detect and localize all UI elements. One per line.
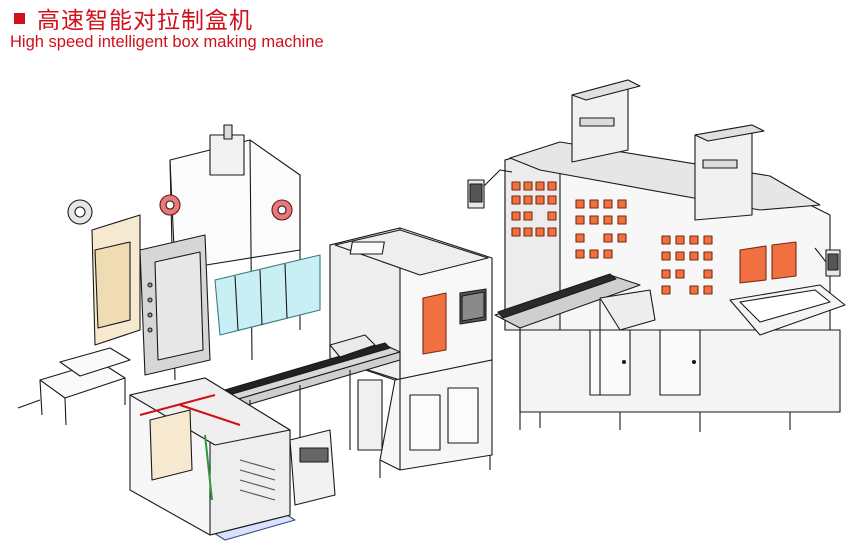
page-header: 高速智能对拉制盒机 High speed intelligent box mak… [8,4,608,52]
front-feeder-unit [129,377,336,541]
left-feeder-frame [17,124,321,426]
title-english: High speed intelligent box making machin… [10,33,324,51]
viewing-window-grid-left [511,181,557,237]
square-bullet-icon [14,12,25,24]
title-chinese: 高速智能对拉制盒机 [37,8,253,34]
right-conveyor [494,273,656,430]
viewing-window-grid-middle [575,199,627,259]
main-forming-machine [467,79,846,432]
title-row: 高速智能对拉制盒机 [8,4,608,34]
viewing-window-grid-right [661,235,713,295]
main-conveyor [214,334,401,470]
